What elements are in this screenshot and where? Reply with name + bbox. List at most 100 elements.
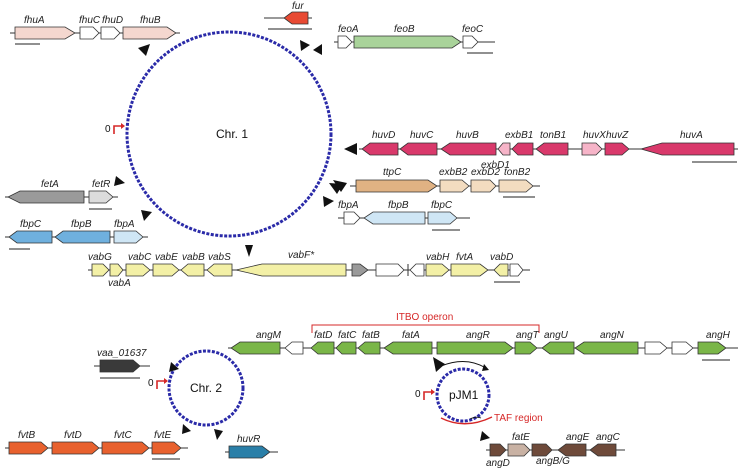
locus-wedge-huv — [344, 143, 357, 155]
gene-arrow-angU — [541, 341, 575, 355]
taf-region-label: TAF region — [494, 413, 543, 424]
gene-label-angD: angD — [486, 458, 510, 469]
gene-arrow-vabC — [125, 263, 151, 277]
gene-arrow-fvtC — [101, 441, 150, 455]
gene-label-fbpA2: fbpA — [114, 219, 135, 230]
gene-label-feoC: feoC — [462, 24, 484, 35]
gene-arrow-angN — [574, 341, 639, 355]
gene-arrow-feoC — [462, 35, 479, 49]
gene-label-angM: angM — [256, 330, 282, 341]
origin-label-plasmid: 0 — [415, 389, 421, 400]
locus-wedge-huvR — [214, 429, 223, 440]
plasmid-curved-arrowhead — [482, 364, 489, 371]
locus-wedge-fhu — [138, 44, 150, 56]
gene-arrow-vaa — [99, 359, 141, 373]
chromosome-1-label: Chr. 1 — [216, 127, 248, 141]
gene-arrow-feoB — [353, 35, 462, 49]
gene-arrow-fbpC2 — [8, 230, 53, 244]
gene-label-fatE: fatE — [512, 432, 530, 443]
chromosome-2-label: Chr. 2 — [190, 381, 222, 395]
gene-arrow-huvZ — [604, 142, 630, 156]
gene-arrow-fatB — [357, 341, 381, 355]
gene-label-vaa: vaa_01637 — [97, 348, 147, 359]
gene-arrow-vabF — [235, 263, 347, 277]
gene-label-exbD1: exbD1 — [481, 160, 510, 171]
gene-label-vabH: vabH — [426, 252, 450, 263]
gene-label-exbB1: exbB1 — [505, 130, 533, 141]
locus-wedge-fbp2 — [141, 210, 152, 221]
gene-label-fatA: fatA — [402, 330, 420, 341]
gene-label-huvC: huvC — [410, 130, 434, 141]
gene-arrow-huvR — [228, 445, 271, 459]
gene-label-fur: fur — [292, 1, 304, 12]
gene-arrow-angT — [514, 341, 538, 355]
locus-wedge-vaa — [169, 362, 179, 372]
origin-arrow-plasmid — [423, 391, 432, 400]
gene-arrow-angC — [589, 443, 617, 457]
gene-label-exbD2: exbD2 — [471, 167, 500, 178]
locus-wedge-fur — [300, 40, 310, 51]
itbo-operon-label: ITBO operon — [396, 312, 453, 323]
gene-label-ttpC: ttpC — [383, 167, 402, 178]
gene-label-fvtC: fvtC — [114, 430, 133, 441]
gene-label-angE: angE — [566, 432, 590, 443]
gene-label-vabA: vabA — [108, 278, 131, 289]
gene-arrow-vabB — [180, 263, 205, 277]
gene-label-angC: angC — [596, 432, 621, 443]
gene-arrow-huvC — [399, 142, 438, 156]
plasmid-curved-arrow — [440, 361, 487, 369]
gene-arrow-fvtA — [450, 263, 489, 277]
gene-arrow-fatE — [531, 443, 553, 457]
gene-label-fbpC2: fbpC — [20, 219, 42, 230]
gene-arrow-vabG — [91, 263, 110, 277]
gene-arrow-ttpC — [355, 179, 438, 193]
gene-arrow-angD — [489, 443, 507, 457]
gene-arrow-fur — [283, 11, 309, 25]
gene-arrow-tonB2 — [498, 179, 534, 193]
gene-arrow-feoA — [337, 35, 353, 49]
gene-label-fetR: fetR — [92, 179, 110, 190]
origin-arrowhead-plasmid — [431, 389, 435, 395]
gene-label-fvtE: fvtE — [154, 430, 172, 441]
gene-label-huvB: huvB — [456, 130, 479, 141]
gene-label-huvZ: huvZ — [606, 130, 629, 141]
gene-label-fatB: fatB — [362, 330, 380, 341]
gene-arrow-fetR — [88, 190, 114, 204]
origin-arrow-chr1 — [113, 125, 122, 134]
gene-arrow-fbpC1 — [427, 211, 458, 225]
gene-arrow-exbD2 — [470, 179, 497, 193]
gene-arrow-vab-end — [509, 263, 524, 277]
gene-label-huvA: huvA — [680, 130, 703, 141]
gene-arrow-vab-gray — [351, 263, 369, 277]
gene-label-vabF: vabF* — [288, 250, 315, 261]
gene-arrow-fhuC — [79, 26, 100, 40]
gene-arrow-angH — [697, 341, 727, 355]
gene-arrow-fvtE — [151, 441, 182, 455]
locus-wedge-vab — [245, 245, 253, 257]
gene-arrow-huvX — [581, 142, 603, 156]
gene-label-angN: angN — [600, 330, 625, 341]
plasmid-label: pJM1 — [449, 388, 479, 402]
gene-label-angT: angT — [516, 330, 540, 341]
gene-label-angR: angR — [466, 330, 490, 341]
gene-arrow-huvA — [639, 142, 735, 156]
gene-label-vabC: vabC — [128, 252, 152, 263]
gene-arrow-fhuB — [122, 26, 177, 40]
gene-label-exbB2: exbB2 — [439, 167, 468, 178]
origin-arrow-chr2 — [156, 380, 165, 389]
gene-arrow-fatD — [310, 341, 335, 355]
gene-arrow-huvD — [361, 142, 399, 156]
gene-arrow-angR — [436, 341, 514, 355]
taf-double-arrow — [469, 416, 482, 420]
gene-arrow-vab-blank2 — [409, 263, 425, 277]
gene-label-huvX: huvX — [583, 130, 606, 141]
gene-label-vabS: vabS — [208, 252, 231, 263]
gene-label-tonB2: tonB2 — [504, 167, 531, 178]
locus-wedge-ttp2 — [333, 180, 347, 192]
gene-arrow-vabS — [206, 263, 233, 277]
gene-arrow-fvtD — [51, 441, 100, 455]
gene-arrow-angE — [557, 443, 587, 457]
chromosome-1-circle — [125, 30, 333, 238]
gene-arrow-blank-c — [671, 341, 694, 355]
